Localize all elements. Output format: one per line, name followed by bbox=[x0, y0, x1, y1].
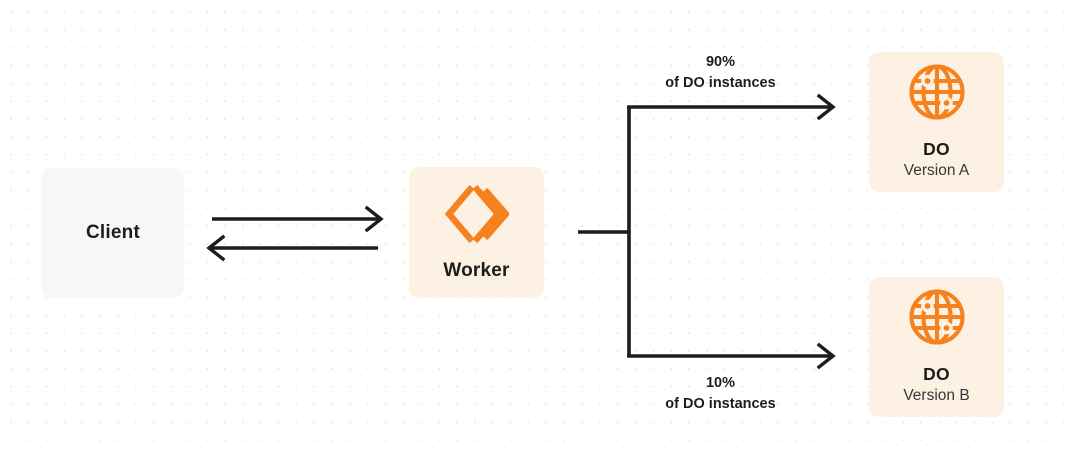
arrow-worker-to-do-b bbox=[627, 342, 836, 370]
node-worker: Worker bbox=[409, 167, 544, 298]
branch-bus bbox=[578, 106, 631, 357]
node-client: Client bbox=[42, 168, 184, 298]
edge-label-do-b: 10% of DO instances bbox=[598, 373, 843, 415]
node-worker-label: Worker bbox=[443, 260, 510, 282]
node-client-label: Client bbox=[86, 221, 140, 243]
node-do-a-version: Version A bbox=[903, 162, 970, 180]
node-do-b-version: Version B bbox=[903, 387, 970, 405]
node-do-a-label: DO bbox=[923, 139, 950, 160]
edge-label-do-a: 90% of DO instances bbox=[598, 52, 843, 94]
arrow-worker-to-do-a bbox=[627, 93, 836, 121]
arrow-worker-to-client bbox=[206, 234, 378, 262]
cloudflare-workers-icon bbox=[444, 183, 510, 250]
durable-object-globe-icon bbox=[907, 62, 967, 127]
edge-label-do-a-text: of DO instances bbox=[665, 75, 776, 92]
edge-label-do-b-text: of DO instances bbox=[665, 396, 776, 413]
node-do-b: DO Version B bbox=[869, 277, 1004, 417]
edge-label-do-b-percent: 10% bbox=[705, 375, 736, 391]
durable-object-globe-icon bbox=[907, 287, 967, 352]
node-do-a: DO Version A bbox=[869, 52, 1004, 192]
arrow-client-to-worker bbox=[212, 205, 384, 233]
node-do-b-label: DO bbox=[923, 364, 950, 385]
edge-label-do-a-percent: 90% bbox=[705, 54, 736, 70]
